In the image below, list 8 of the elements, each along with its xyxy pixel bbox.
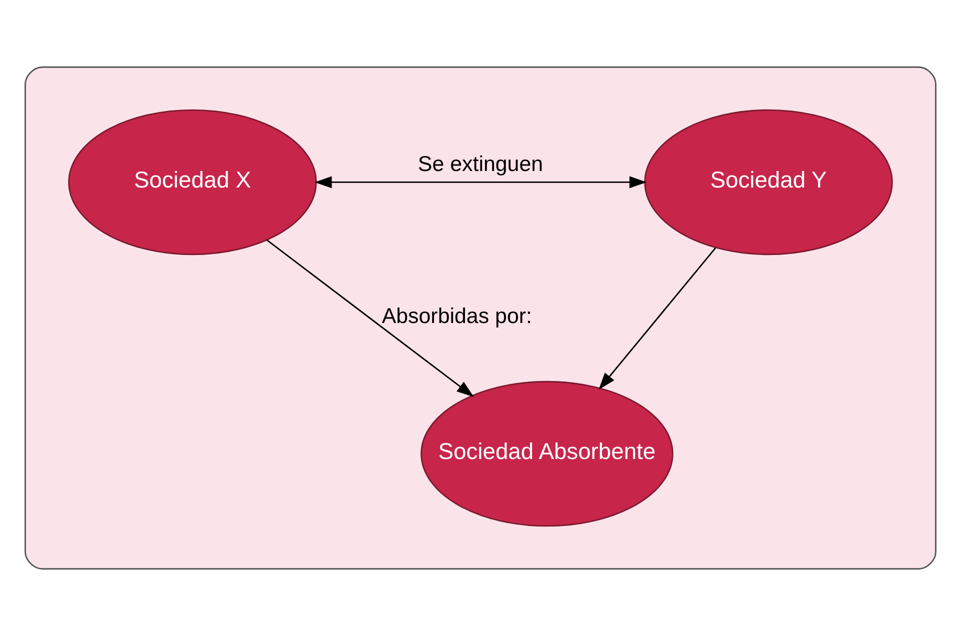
edge-label: Absorbidas por: <box>382 304 532 328</box>
node-ellipse: Sociedad X <box>68 108 317 255</box>
arrow <box>598 247 716 390</box>
cluster <box>24 66 936 570</box>
edge-label: Se extinguen <box>418 151 544 176</box>
arrow <box>266 238 474 396</box>
node-ellipse: Sociedad Y <box>644 108 893 255</box>
arrow <box>314 176 647 188</box>
